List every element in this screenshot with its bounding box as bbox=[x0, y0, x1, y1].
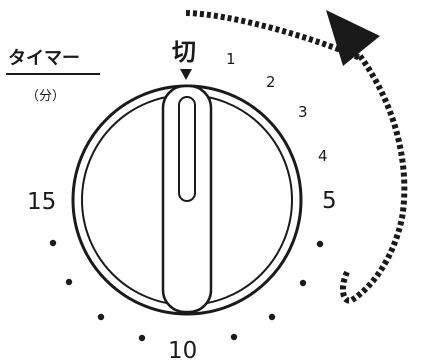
legend-title: タイマー bbox=[8, 48, 80, 69]
timer-dial[interactable] bbox=[73, 86, 301, 314]
dial-dot bbox=[231, 334, 237, 340]
mark-label-15: 15 bbox=[27, 189, 56, 215]
triangle-pointer-icon bbox=[180, 69, 192, 80]
dial-dot bbox=[98, 314, 104, 320]
mark-label-5: 5 bbox=[322, 188, 337, 214]
legend-unit: （分） bbox=[26, 89, 65, 104]
dial-dot bbox=[139, 335, 145, 341]
dial-dot bbox=[66, 279, 72, 285]
mark-label-2: 2 bbox=[266, 73, 276, 91]
dial-dot bbox=[300, 280, 306, 286]
mark-label-3: 3 bbox=[298, 103, 308, 121]
dial-dot bbox=[317, 241, 323, 247]
mark-label-1: 1 bbox=[226, 50, 236, 68]
mark-label-4: 4 bbox=[318, 147, 328, 165]
legend: タイマー （分） bbox=[6, 48, 100, 104]
mark-label-10: 10 bbox=[168, 338, 197, 363]
dial-dot bbox=[269, 314, 275, 320]
off-label: 切 bbox=[172, 38, 196, 66]
dial-knob-indicator bbox=[179, 97, 195, 201]
dial-dot bbox=[50, 240, 56, 246]
